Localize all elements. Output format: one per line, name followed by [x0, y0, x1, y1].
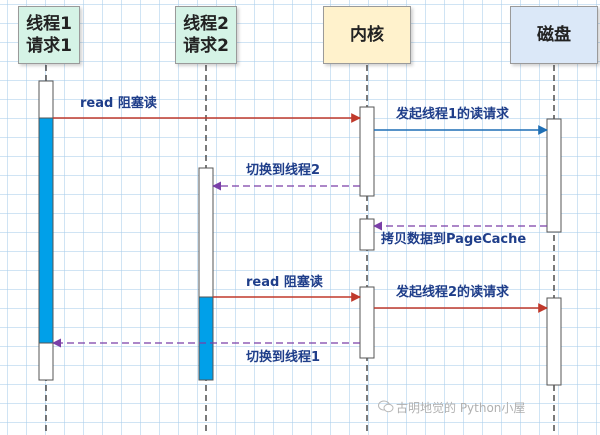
label-read-thread2: read 阻塞读 [246, 275, 323, 290]
activation-kernel-2 [359, 218, 375, 251]
label-switch-to-thread1: 切换到线程1 [246, 350, 321, 365]
label-kernel-to-disk-2: 发起线程2的读请求 [396, 285, 510, 300]
label-copy-to-pagecache: 拷贝数据到PageCache [381, 232, 527, 247]
label-switch-to-thread2: 切换到线程2 [246, 163, 321, 178]
activation-disk-1 [546, 118, 562, 233]
wechat-icon [378, 400, 394, 413]
participant-thread1-line2: 请求1 [26, 36, 72, 56]
participant-thread2: 线程2 请求2 [175, 6, 237, 64]
participant-kernel-label: 内核 [350, 25, 384, 45]
activation-thread2-blocked [198, 296, 214, 381]
participant-disk: 磁盘 [510, 6, 598, 64]
participant-kernel: 内核 [323, 6, 411, 64]
label-kernel-to-disk-1: 发起线程1的读请求 [396, 107, 510, 122]
watermark: 古明地觉的 Python小屋 [396, 401, 526, 415]
participant-disk-label: 磁盘 [537, 25, 571, 45]
activation-kernel-3 [359, 286, 375, 359]
label-read-thread1: read 阻塞读 [80, 96, 157, 111]
participant-thread1-line1: 线程1 [26, 14, 72, 34]
participant-thread1: 线程1 请求1 [18, 6, 80, 64]
activation-thread1-blocked [38, 117, 54, 344]
activation-disk-2 [546, 297, 562, 386]
participant-thread2-line1: 线程2 [183, 14, 229, 34]
activation-kernel-1 [359, 106, 375, 197]
participant-thread2-line2: 请求2 [183, 36, 229, 56]
